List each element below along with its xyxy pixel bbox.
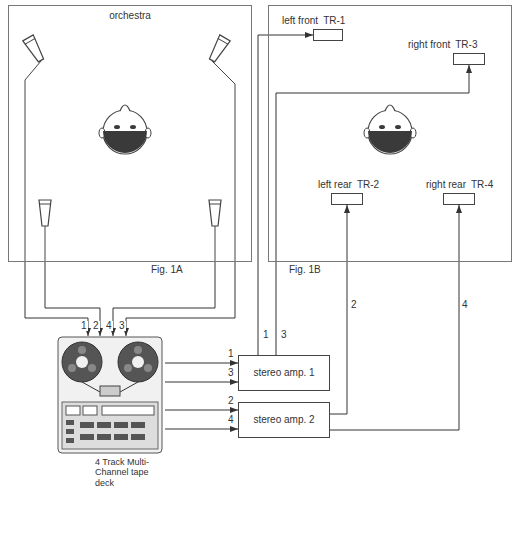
control-panel	[62, 402, 158, 449]
track-number: 2	[92, 321, 100, 331]
track-number: 1	[262, 330, 270, 340]
speaker-box: left frontTR-1	[313, 29, 343, 41]
listener-head	[99, 105, 151, 154]
tape-deck-illustration	[58, 337, 162, 453]
control-button	[80, 422, 94, 428]
reel-hole	[68, 364, 76, 372]
control-button	[66, 420, 74, 425]
signal-wire	[165, 382, 238, 383]
level-meter	[66, 406, 80, 415]
signal-wire	[165, 363, 238, 364]
signal-wire	[45, 262, 100, 336]
microphone	[207, 35, 230, 64]
control-button	[131, 422, 145, 428]
control-button	[80, 434, 94, 440]
tape-reel	[118, 342, 158, 382]
control-button	[66, 429, 74, 434]
microphone	[23, 35, 46, 64]
deck-body	[58, 337, 162, 453]
control-button	[97, 434, 111, 440]
track-number: 4	[461, 300, 469, 310]
control-button	[131, 434, 145, 440]
speaker-id: TR-4	[471, 179, 493, 191]
control-button	[114, 422, 128, 428]
speaker-caption: left rear TR-2	[318, 174, 379, 192]
reel-hole	[144, 364, 152, 372]
control-button	[66, 438, 74, 443]
track-number: 1	[80, 321, 88, 331]
speaker-position: left rear	[318, 179, 352, 191]
speaker-box: right frontTR-3	[453, 53, 485, 65]
signal-wire	[165, 410, 238, 411]
reel-hole	[134, 346, 142, 354]
tape-reel	[62, 342, 102, 382]
control-button	[97, 422, 111, 428]
signal-wire	[165, 429, 238, 430]
speaker-box: right rearTR-4	[443, 193, 475, 205]
reel-hub	[132, 356, 144, 368]
speaker-caption: right rear TR-4	[426, 174, 493, 192]
reel-hole	[88, 364, 96, 372]
mic-cable	[45, 226, 46, 262]
box-label: stereo amp. 2	[253, 414, 314, 426]
track-number: 4	[105, 321, 113, 331]
reel-hole	[124, 364, 132, 372]
track-number: 3	[227, 368, 235, 378]
speaker-caption: left front TR-1	[282, 10, 345, 28]
signal-wire	[258, 35, 313, 355]
speaker-id: TR-3	[455, 39, 477, 51]
signal-wire	[25, 262, 88, 336]
speaker-position: right front	[408, 39, 450, 51]
tape-deck: 4 Track Multi-Channel tape deck	[55, 336, 165, 454]
scene-panel: orchestraFig. 1A	[8, 5, 252, 262]
amplifier-box: stereo amp. 1	[238, 355, 330, 391]
speaker-caption: right front TR-3	[408, 34, 477, 52]
amplifier-box: stereo amp. 2	[238, 402, 330, 438]
mic-cable	[215, 226, 216, 262]
signal-wire	[330, 205, 347, 414]
track-number: 4	[227, 415, 235, 425]
speaker-box: left rearTR-2	[331, 193, 363, 205]
control-button	[114, 434, 128, 440]
track-number: 3	[280, 330, 288, 340]
figure-caption: Fig. 1B	[289, 264, 321, 276]
speaker-position: right rear	[426, 179, 466, 191]
signal-wire	[113, 262, 215, 336]
box-label: stereo amp. 1	[253, 367, 314, 379]
signal-wire	[276, 65, 469, 355]
scene-panel: Fig. 1Bleft frontTR-1right frontTR-3left…	[268, 5, 512, 262]
listener-head	[364, 105, 416, 154]
reel-hub	[76, 356, 88, 368]
microphone	[39, 200, 51, 226]
control-buttons	[66, 420, 145, 443]
display-strip	[102, 406, 154, 415]
device-label: 4 Track Multi-Channel tape deck	[95, 457, 163, 488]
mic-cable	[25, 61, 235, 262]
signal-wire	[330, 205, 459, 430]
track-number: 2	[350, 300, 358, 310]
panel-heading: orchestra	[9, 10, 251, 22]
signal-wire	[126, 262, 235, 336]
track-number: 3	[118, 321, 126, 331]
figure-caption: Fig. 1A	[151, 264, 183, 276]
speaker-id: TR-2	[357, 179, 379, 191]
track-number: 2	[227, 396, 235, 406]
microphone	[209, 200, 221, 226]
mic-cable	[25, 61, 41, 262]
level-meter	[83, 406, 97, 415]
speaker-id: TR-1	[323, 15, 345, 27]
speaker-position: left front	[282, 15, 318, 27]
tape-head	[100, 386, 120, 396]
mic-cable	[212, 61, 235, 262]
track-number: 1	[227, 349, 235, 359]
reel-hole	[78, 346, 86, 354]
